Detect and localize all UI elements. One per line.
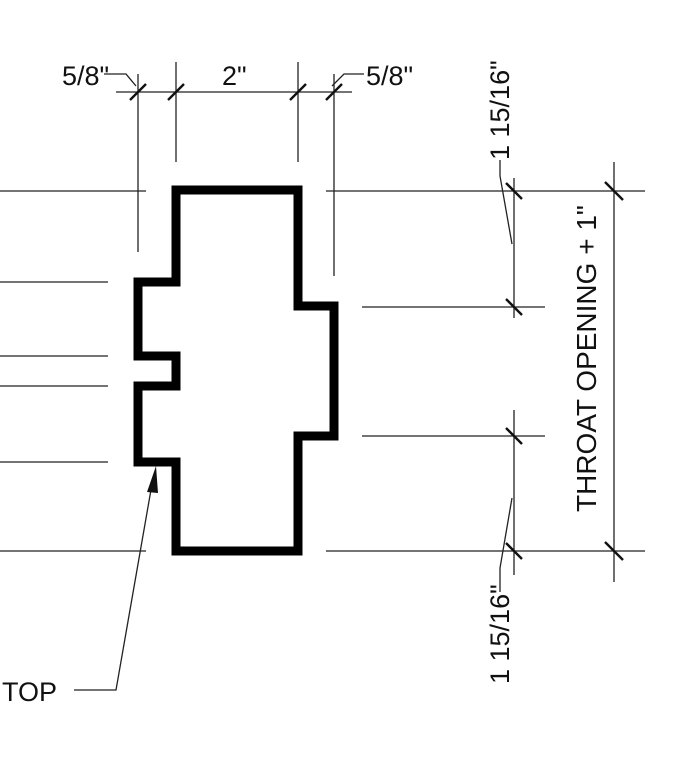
dim-label-bottom-1-15-16: 1 15/16" <box>485 584 515 684</box>
left-reference-lines <box>0 190 146 552</box>
inner-vertical-dimension-ticks <box>505 182 523 560</box>
stop-callout-label: TOP <box>2 677 57 707</box>
dim-label-right-5-8: 5/8" <box>366 61 413 91</box>
dim-label-2-inch: 2" <box>222 61 247 91</box>
dim-label-left-5-8: 5/8" <box>62 61 109 91</box>
stop-callout-leader <box>74 466 158 691</box>
outer-vertical-dimension-ticks <box>604 181 624 561</box>
throat-opening-label: THROAT OPENING + 1" <box>571 205 602 512</box>
stop-callout-arrowhead <box>147 466 158 493</box>
inner-vertical-dimension-string <box>499 160 515 592</box>
top-dimension-string <box>104 62 364 276</box>
dim-label-top-1-15-16: 1 15/16" <box>485 60 515 160</box>
frame-profile-outline <box>133 185 339 556</box>
top-dimension-ticks <box>129 83 343 101</box>
